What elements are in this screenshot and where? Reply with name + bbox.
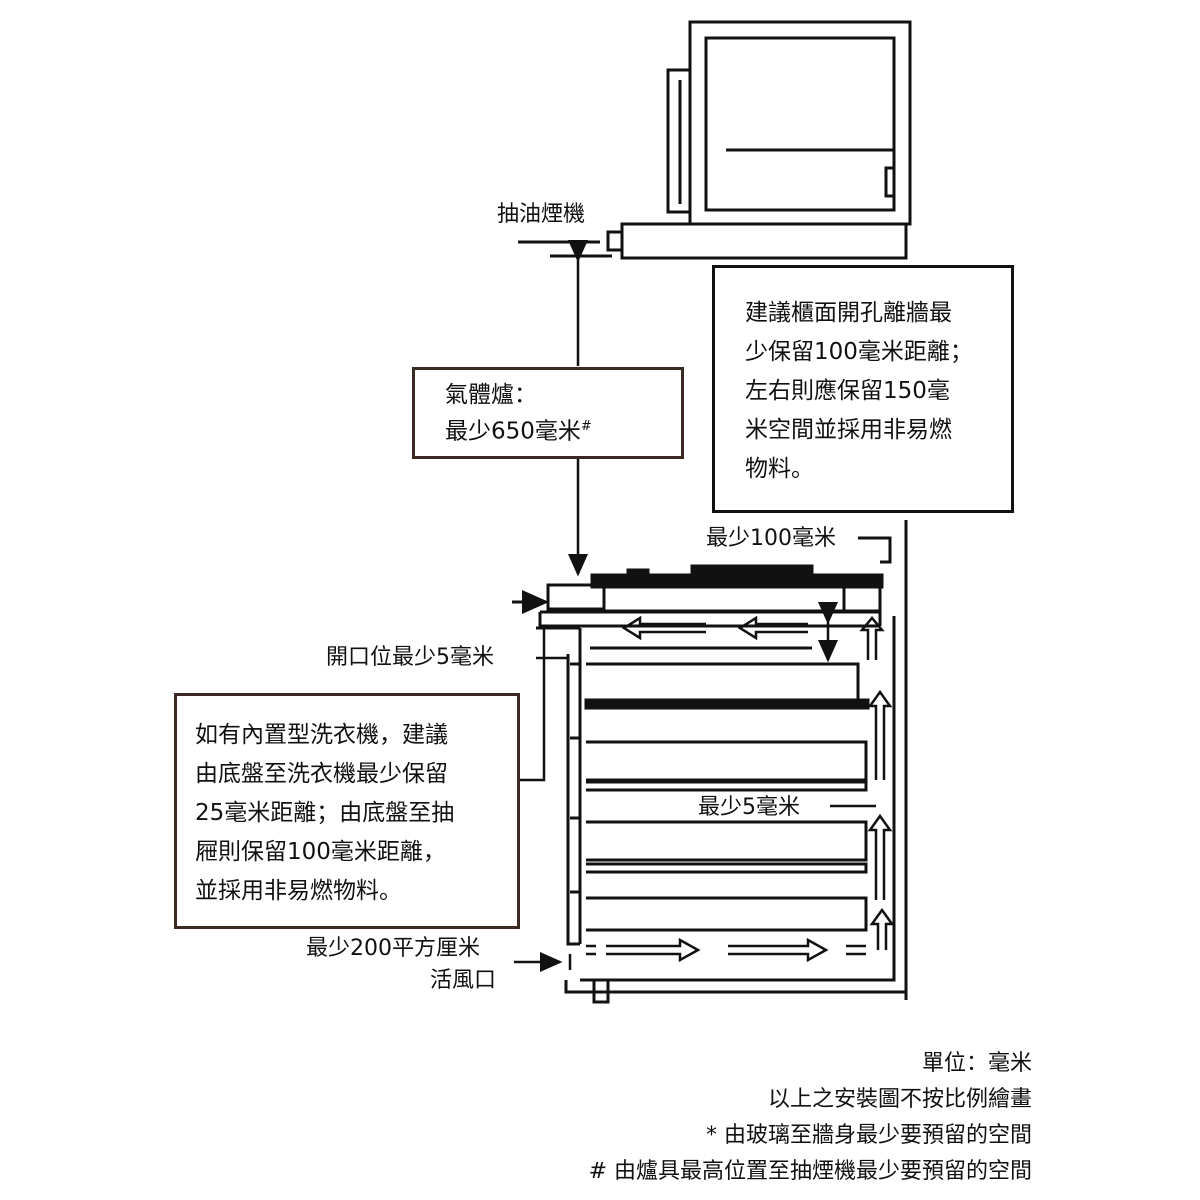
min-100-label: 最少100毫米	[706, 526, 836, 551]
washer-advice-line-3: 25毫米距離；由底盤至抽	[195, 800, 455, 826]
base-cabinet	[564, 616, 906, 1004]
wall-line	[858, 520, 908, 1000]
note-glass-to-wall: * 由玻璃至牆身最少要預留的空間	[706, 1123, 1032, 1148]
hood-label: 抽油煙機	[497, 202, 586, 227]
wall-advice-line-1: 建議櫃面開孔離牆最	[745, 300, 952, 326]
min-5-label: 最少5毫米	[698, 795, 800, 820]
wall-advice-box: 建議櫃面開孔離牆最 少保留100毫米距離； 左右則應保留150毫 米空間並採用非…	[712, 265, 1014, 513]
airflow-arrows	[586, 615, 895, 963]
vent-name-label: 活風口	[430, 968, 497, 993]
wall-advice-line-5: 物料。	[745, 456, 814, 482]
washer-advice-box: 如有內置型洗衣機，建議 由底盤至洗衣機最少保留 25毫米距離；由底盤至抽 屜則保…	[174, 693, 520, 929]
leader-lines	[514, 628, 876, 972]
wall-cabinet	[666, 20, 912, 226]
footnotes: 單位：毫米 以上之安裝圖不按比例繪畫 * 由玻璃至牆身最少要預留的空間 # 由爐…	[589, 1046, 1032, 1190]
wall-advice-line-2: 少保留100毫米距離；	[745, 339, 973, 365]
vent-area-label: 最少200平方厘米	[306, 936, 480, 961]
note-hob-to-hood: # 由爐具最高位置至抽煙機最少要預留的空間	[588, 1159, 1032, 1184]
gas-clearance-value: 最少650毫米#	[445, 418, 592, 445]
opening-5-label: 開口位最少5毫米	[326, 645, 494, 670]
gas-clearance-box: 氣體爐： 最少650毫米#	[412, 367, 684, 459]
wall-advice-line-3: 左右則應保留150毫	[745, 378, 950, 404]
note-not-to-scale: 以上之安裝圖不按比例繪畫	[767, 1087, 1032, 1112]
washer-advice-line-5: 並採用非易燃物料。	[195, 878, 402, 904]
washer-advice-line-2: 由底盤至洗衣機最少保留	[195, 761, 448, 787]
cooktop	[512, 564, 884, 614]
wall-advice-line-4: 米空間並採用非易燃	[745, 417, 952, 443]
note-units: 單位：毫米	[921, 1051, 1032, 1076]
range-hood	[518, 222, 908, 260]
washer-advice-line-4: 屜則保留100毫米距離，	[195, 839, 446, 865]
washer-advice-line-1: 如有內置型洗衣機，建議	[195, 722, 448, 748]
gas-clearance-title: 氣體爐：	[445, 382, 537, 408]
